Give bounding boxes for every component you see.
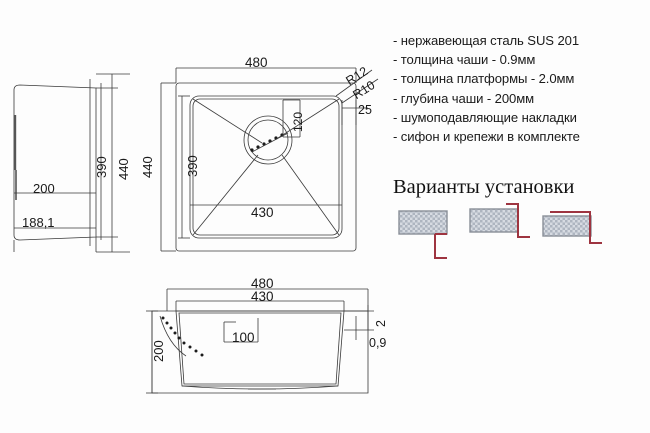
front-view-width-label: 480 [251,276,274,291]
installation-variants-drawing [398,203,602,259]
spec-item: - глубина чаши - 200мм [393,90,534,106]
top-view-outer-height-label: 440 [140,156,155,178]
spec-item: - толщина платформы - 2.0мм [393,71,575,87]
front-view-depth-label: 200 [151,340,166,362]
specification-list: - нержавеющая сталь SUS 201 - толщина ча… [393,31,645,146]
side-view-bottom-label: 188,1 [22,215,55,230]
front-view-inner-width-label: 430 [251,289,274,304]
side-view-depth-label: 200 [33,181,55,196]
front-view-platform-thickness-label: 2 [374,320,388,327]
top-view-width-label: 480 [245,55,268,70]
spec-item: - нержавеющая сталь SUS 201 [393,33,580,48]
side-view-inner-height-label: 390 [94,156,109,178]
front-view-bowl-thickness-label: 0,9 [369,336,387,350]
spec-item: - шумоподавляющие накладки [393,109,577,125]
top-view-inner-height-label: 390 [185,155,200,177]
top-view-edge-label: 25 [358,103,372,117]
front-view-drawing [146,288,374,394]
spec-item: - толщина чаши - 0.9мм [393,52,536,68]
top-view-drawing [160,67,379,252]
side-view-drawing [13,73,130,253]
installation-variants-title: Варианты установки [393,176,575,198]
front-view-drain-width-label: 100 [232,330,255,345]
spec-item: - сифон и крепежи в комплекте [393,129,580,145]
top-view-inner-width-label: 430 [251,205,274,220]
top-view-drain-offset-label: 120 [291,111,305,132]
side-view-outer-height-label: 440 [116,158,131,180]
